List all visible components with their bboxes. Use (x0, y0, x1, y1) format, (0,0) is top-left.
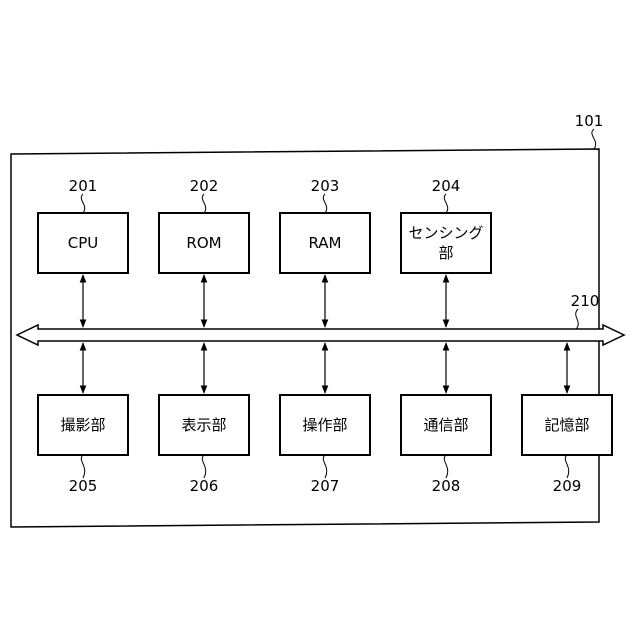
block-204: センシング部 204 (401, 177, 491, 327)
block-203: RAM 203 (280, 177, 370, 327)
block-label: センシング (408, 224, 483, 242)
ref-leader-line (444, 455, 447, 478)
block-207: 操作部 207 (280, 343, 370, 495)
ref-leader-line (323, 194, 326, 213)
block-box (401, 213, 491, 273)
block-202: ROM 202 (159, 177, 249, 327)
bus-ref-leader (576, 309, 579, 329)
block-208: 通信部 208 (401, 343, 491, 495)
block-ref-number: 207 (311, 477, 340, 495)
ref-leader-line (444, 194, 447, 213)
ref-leader-line (565, 455, 568, 478)
block-205: 撮影部 205 (38, 343, 128, 495)
ref-leader-line (81, 194, 84, 213)
ref-leader-line (323, 455, 326, 478)
bus-ref-label: 210 (571, 292, 600, 310)
block-ref-number: 201 (69, 177, 98, 195)
block-206: 表示部 206 (159, 343, 249, 495)
block-label: 表示部 (181, 416, 226, 434)
block-label: RAM (308, 234, 341, 252)
block-ref-number: 204 (432, 177, 461, 195)
device-ref-label: 101 (575, 112, 604, 130)
block-label: ROM (186, 234, 221, 252)
block-ref-number: 202 (190, 177, 219, 195)
block-label: 記憶部 (544, 416, 589, 434)
block-label: 撮影部 (60, 416, 105, 434)
device-ref-leader (592, 129, 596, 149)
block-label: 操作部 (302, 416, 347, 434)
ref-leader-line (202, 455, 205, 478)
block-label: 部 (438, 244, 453, 262)
block-ref-number: 205 (69, 477, 98, 495)
ref-leader-line (202, 194, 205, 213)
block-label: CPU (68, 234, 99, 252)
block-ref-number: 206 (190, 477, 219, 495)
block-label: 通信部 (423, 416, 468, 434)
block-ref-number: 208 (432, 477, 461, 495)
block-ref-number: 209 (553, 477, 582, 495)
ref-leader-line (81, 455, 84, 478)
bus-arrow (17, 325, 624, 345)
block-ref-number: 203 (311, 177, 340, 195)
top-block-row: CPU 201ROM 202RAM 203 センシング部 204 (38, 177, 491, 327)
block-201: CPU 201 (38, 177, 128, 327)
bottom-block-row: 撮影部 205 表示部 206 操作部 207 通信部 208 記憶部 209 (38, 343, 612, 495)
